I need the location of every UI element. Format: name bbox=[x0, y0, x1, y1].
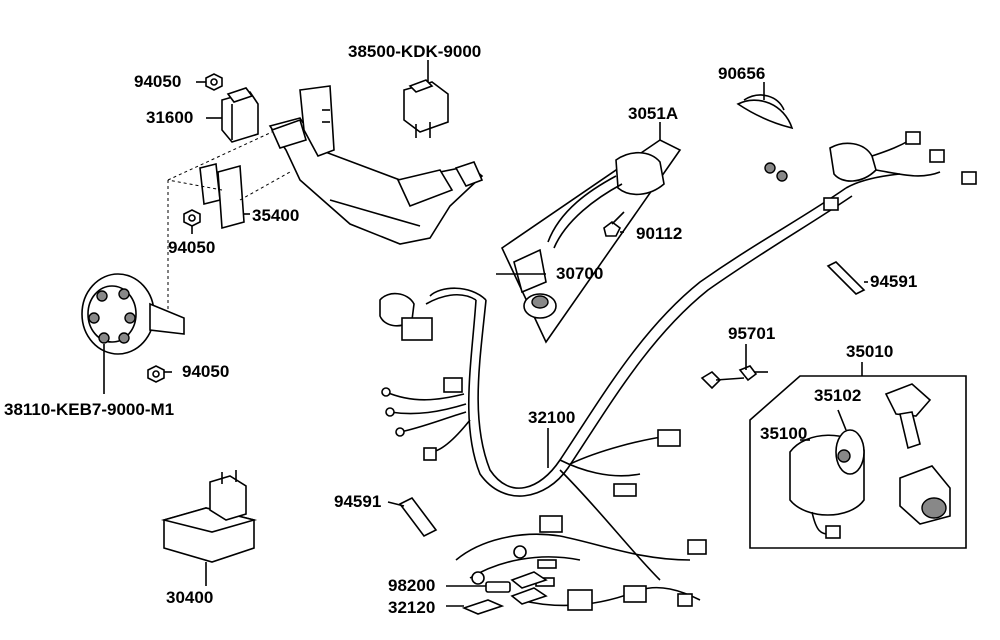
wire-harness-32100[interactable] bbox=[379, 131, 977, 581]
nut-94050-low[interactable] bbox=[147, 365, 165, 383]
label-35102[interactable]: 35102 bbox=[814, 386, 862, 405]
fuse-holder-32120[interactable] bbox=[461, 571, 548, 615]
label-95701[interactable]: 95701 bbox=[728, 324, 776, 343]
label-30700[interactable]: 30700 bbox=[556, 264, 604, 283]
relay-35400[interactable] bbox=[199, 163, 245, 230]
label-35010[interactable]: 35010 bbox=[846, 342, 894, 361]
strap-94591-right[interactable] bbox=[826, 261, 866, 295]
sub-harness-lower[interactable] bbox=[455, 515, 707, 611]
label-94591-right[interactable]: 94591 bbox=[870, 272, 918, 291]
label-35400[interactable]: 35400 bbox=[252, 206, 300, 225]
regulator-31600[interactable] bbox=[221, 87, 259, 143]
horn-38110[interactable] bbox=[81, 273, 185, 355]
leader-lines bbox=[103, 60, 868, 607]
ignition-coil-group-3051a[interactable] bbox=[500, 139, 682, 344]
label-38500[interactable]: 38500-KDK-9000 bbox=[348, 42, 482, 61]
unit-30400[interactable] bbox=[160, 470, 258, 563]
band-90656[interactable] bbox=[736, 94, 794, 130]
fuse-98200[interactable] bbox=[485, 581, 511, 593]
bolt-95701[interactable] bbox=[700, 365, 768, 390]
label-35100[interactable]: 35100 bbox=[760, 424, 808, 443]
label-32100[interactable]: 32100 bbox=[528, 408, 576, 427]
relay-38500[interactable] bbox=[403, 79, 449, 138]
label-94050-top[interactable]: 94050 bbox=[134, 72, 182, 91]
ignition-switch-group-35010[interactable] bbox=[749, 375, 967, 549]
bolt-90112[interactable] bbox=[603, 211, 625, 237]
label-94591-left[interactable]: 94591 bbox=[334, 492, 382, 511]
label-3051a[interactable]: 3051A bbox=[628, 104, 679, 123]
strap-94591-left[interactable] bbox=[398, 496, 438, 538]
nut-94050-mid[interactable] bbox=[183, 209, 201, 227]
label-31600[interactable]: 31600 bbox=[146, 108, 194, 127]
label-94050-low[interactable]: 94050 bbox=[182, 362, 230, 381]
label-90656[interactable]: 90656 bbox=[718, 64, 766, 83]
guide-lines bbox=[167, 131, 291, 312]
label-30400[interactable]: 30400 bbox=[166, 588, 214, 607]
label-98200[interactable]: 98200 bbox=[388, 576, 436, 595]
label-94050-mid[interactable]: 94050 bbox=[168, 238, 216, 257]
nut-94050-top[interactable] bbox=[205, 73, 223, 91]
mounting-bracket[interactable] bbox=[268, 85, 484, 245]
label-32120[interactable]: 32120 bbox=[388, 598, 436, 617]
label-38110[interactable]: 38110-KEB7-9000-M1 bbox=[4, 400, 175, 419]
label-90112[interactable]: 90112 bbox=[636, 224, 683, 243]
